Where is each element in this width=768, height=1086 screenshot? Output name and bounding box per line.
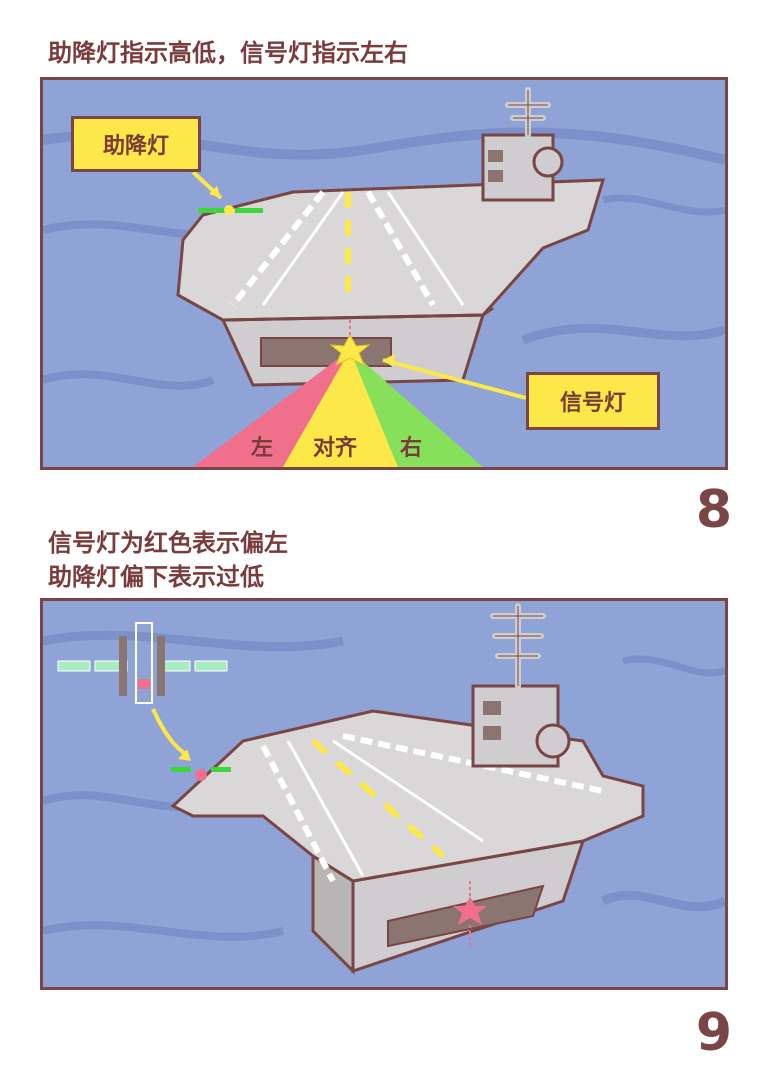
carrier-side-view	[43, 601, 725, 987]
panel2-caption-line2: 助降灯偏下表示过低	[48, 563, 264, 591]
panel1-illustration: 助降灯 信号灯 左 对齐 右	[40, 77, 728, 470]
assist-light-label: 助降灯	[71, 116, 201, 172]
panel1-caption: 助降灯指示高低，信号灯指示左右	[48, 39, 408, 67]
signal-light-label: 信号灯	[526, 372, 660, 430]
sector-left-label: 左	[251, 436, 274, 461]
sector-right-label: 右	[400, 436, 423, 461]
panel2-number: 9	[695, 1003, 732, 1063]
panel2-caption-line1: 信号灯为红色表示偏左	[48, 529, 288, 557]
sector-center-label: 对齐	[313, 436, 358, 461]
panel2-illustration	[40, 598, 728, 990]
panel1-number: 8	[695, 480, 732, 540]
carrier-front-view	[43, 80, 725, 467]
